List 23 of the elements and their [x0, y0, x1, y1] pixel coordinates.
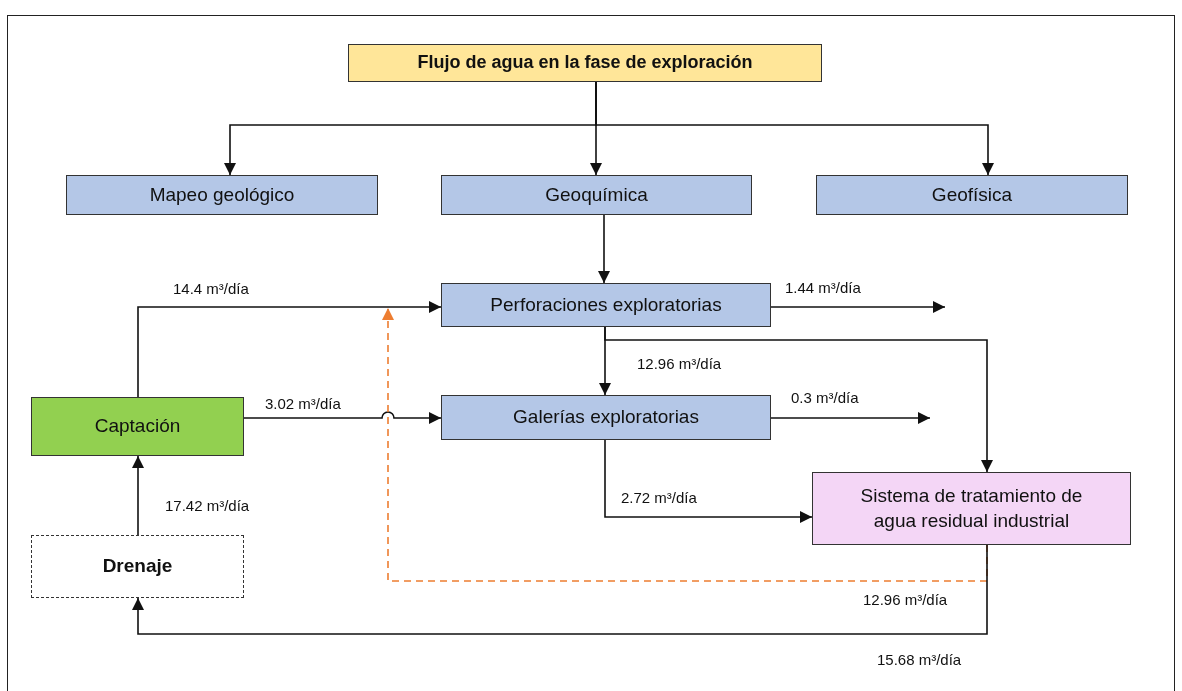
arrow: [137, 301, 442, 398]
arrow: [132, 455, 144, 536]
edge-label: 2.72 m³/día: [618, 489, 700, 506]
arrow: [595, 81, 994, 176]
outflow-arrow: [770, 412, 931, 424]
arrow: [243, 411, 442, 424]
process-box: Perforaciones exploratorias: [441, 283, 771, 327]
arrow: [598, 214, 610, 284]
process-box: Galerías exploratorias: [441, 395, 771, 440]
outflow-arrow: [770, 301, 946, 313]
edge-label: 0.3 m³/día: [788, 389, 862, 406]
arrow: [382, 307, 988, 582]
arrow: [604, 439, 813, 523]
treatment-box: Sistema de tratamiento de agua residual industrial: [812, 472, 1131, 545]
dashed-box: Drenaje: [31, 535, 244, 598]
heading-box: Flujo de agua en la fase de exploración: [348, 44, 822, 82]
process-box: Mapeo geológico: [66, 175, 378, 215]
arrow: [604, 326, 993, 473]
process-box: Geofísica: [816, 175, 1128, 215]
process-box: Geoquímica: [441, 175, 752, 215]
arrow: [132, 544, 988, 635]
source-box: Captación: [31, 397, 244, 456]
edge-label: 3.02 m³/día: [262, 395, 344, 412]
